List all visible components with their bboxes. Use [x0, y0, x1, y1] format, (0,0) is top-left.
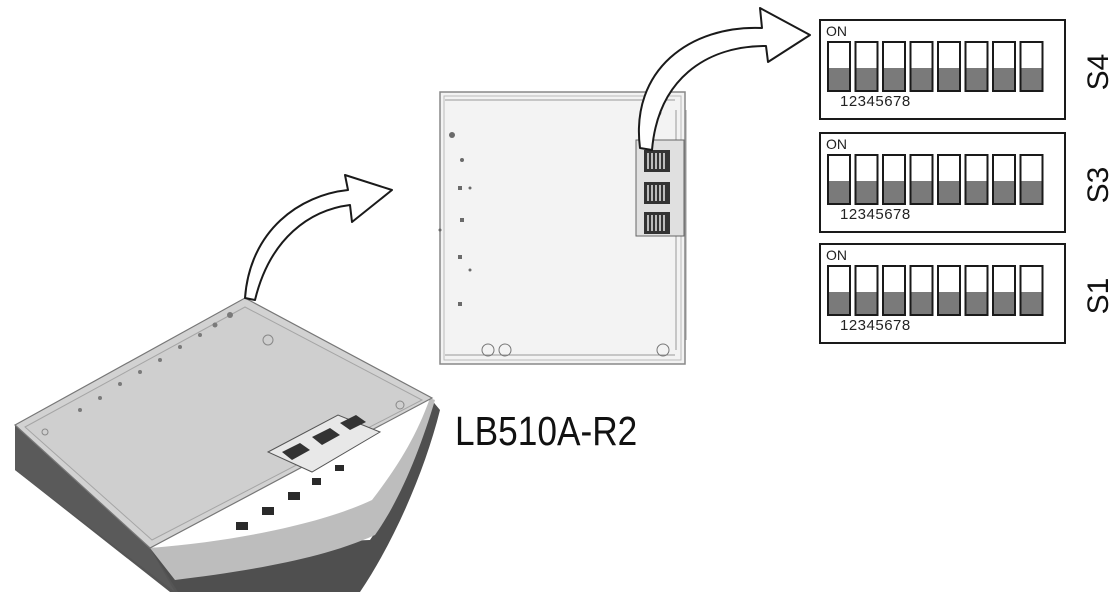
switch-bank-s4: ON 12345678 S4: [819, 19, 1115, 120]
dip-switch-actuator: [884, 181, 904, 203]
switch-bank-s3: ON 12345678 S3: [819, 132, 1115, 233]
device-top-inner: [24, 306, 424, 541]
switch-numbers: 12345678: [840, 317, 911, 334]
dip-switch-actuator: [829, 68, 849, 90]
dip-switch-actuator: [1021, 292, 1042, 314]
device-right-side: [150, 398, 440, 592]
switch-on-label: ON: [826, 23, 847, 39]
dip-switch-actuator: [994, 68, 1014, 90]
device-top-components: [41, 312, 405, 436]
arrow-board-to-switches: [637, 7, 811, 151]
switch-bank-name: S3: [1082, 167, 1115, 204]
board-dip-switches: [644, 150, 670, 234]
dip-switch-actuator: [856, 68, 877, 90]
dip-switch-actuator: [856, 292, 877, 314]
dip-switch-actuator: [994, 181, 1014, 203]
dip-switch-actuator: [939, 68, 959, 90]
dip-switch-actuator: [911, 181, 932, 203]
dip-switch-actuator: [966, 68, 987, 90]
arrow-device-to-board: [244, 174, 393, 301]
dip-switch-actuator: [911, 68, 932, 90]
switch-bank-name: S1: [1082, 278, 1115, 315]
dip-switch-actuator: [856, 181, 877, 203]
switch-numbers: 12345678: [840, 206, 911, 223]
device-front-band: [150, 398, 435, 580]
dip-switch-actuator: [1021, 181, 1042, 203]
dip-switch-actuator: [911, 292, 932, 314]
board-components: [438, 132, 472, 306]
device-unit: [13, 297, 440, 592]
dip-switch-actuator: [829, 181, 849, 203]
switch-bank-s1: ON 12345678 S1: [819, 243, 1115, 344]
dip-switch-actuator: [994, 292, 1014, 314]
switch-on-label: ON: [826, 136, 847, 152]
device-ports: [236, 465, 344, 530]
dip-switch-actuator: [884, 68, 904, 90]
switch-bank-name: S4: [1082, 54, 1115, 91]
model-label: LB510A-R2: [455, 408, 638, 454]
device-dip-blocks: [266, 414, 382, 473]
dip-switch-actuator: [829, 292, 849, 314]
dip-switch-actuator: [1021, 68, 1042, 90]
dip-switch-actuator: [966, 181, 987, 203]
switch-numbers: 12345678: [840, 93, 911, 110]
device-left-face: [15, 425, 175, 592]
switch-on-label: ON: [826, 247, 847, 263]
dip-switch-actuator: [966, 292, 987, 314]
dip-switch-actuator: [939, 292, 959, 314]
dip-switch-actuator: [939, 181, 959, 203]
dip-switch-actuator: [884, 292, 904, 314]
